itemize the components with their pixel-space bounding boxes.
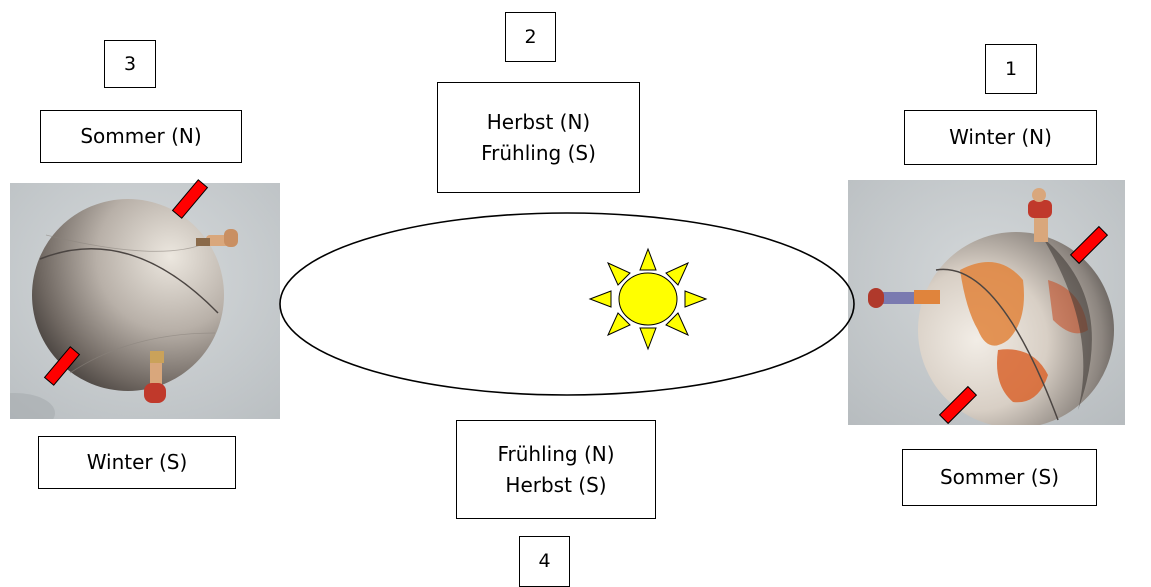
label-left-top: Sommer (N) — [40, 110, 242, 163]
position-number-1-label: 1 — [1004, 57, 1018, 80]
axis-marker-left-top — [171, 179, 209, 219]
axis-marker-right-top — [1069, 225, 1109, 265]
label-right-bottom: Sommer (S) — [902, 449, 1097, 506]
axis-marker-left-bottom — [43, 346, 81, 386]
label-bottom-center-line2: Herbst (S) — [505, 472, 607, 497]
globe-photo-right-graphic — [848, 180, 1125, 425]
label-bottom-center-line1: Frühling (N) — [497, 441, 615, 466]
label-bottom-center: Frühling (N) Herbst (S) — [456, 420, 656, 519]
position-number-1: 1 — [985, 44, 1037, 94]
label-right-top-text: Winter (N) — [949, 125, 1052, 149]
globe-photo-right — [848, 180, 1125, 425]
label-left-bottom-text: Winter (S) — [86, 450, 188, 474]
position-number-3: 3 — [104, 40, 156, 88]
position-number-2-label: 2 — [524, 25, 537, 48]
orbit-ellipse — [279, 212, 855, 396]
position-number-2: 2 — [505, 12, 556, 62]
label-top-center-line2: Frühling (S) — [481, 140, 596, 165]
label-right-top: Winter (N) — [904, 110, 1097, 165]
position-number-4-label: 4 — [538, 550, 551, 572]
label-top-center-line1: Herbst (N) — [486, 109, 591, 134]
label-left-top-text: Sommer (N) — [80, 124, 202, 148]
label-right-bottom-text: Sommer (S) — [939, 465, 1060, 489]
position-number-3-label: 3 — [123, 52, 137, 75]
axis-marker-right-bottom — [938, 385, 978, 425]
label-left-bottom: Winter (S) — [38, 436, 236, 489]
sun-icon — [588, 247, 708, 351]
label-top-center: Herbst (N) Frühling (S) — [437, 82, 640, 193]
